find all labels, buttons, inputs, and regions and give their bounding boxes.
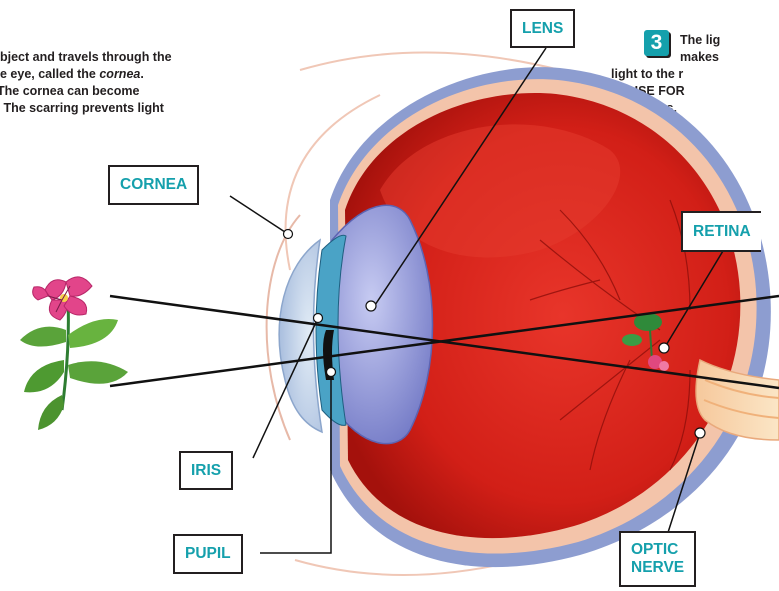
- label-optic-nerve-line: OPTIC: [631, 541, 678, 559]
- label-cornea: CORNEA: [108, 165, 199, 205]
- label-lens: LENS: [510, 9, 575, 48]
- label-optic-nerve: OPTIC NERVE: [619, 531, 696, 587]
- flower-object: [20, 277, 128, 430]
- label-optic-nerve-line: NERVE: [631, 559, 684, 577]
- label-iris: IRIS: [179, 451, 233, 490]
- label-retina: RETINA: [681, 211, 761, 252]
- label-pupil: PUPIL: [173, 534, 243, 574]
